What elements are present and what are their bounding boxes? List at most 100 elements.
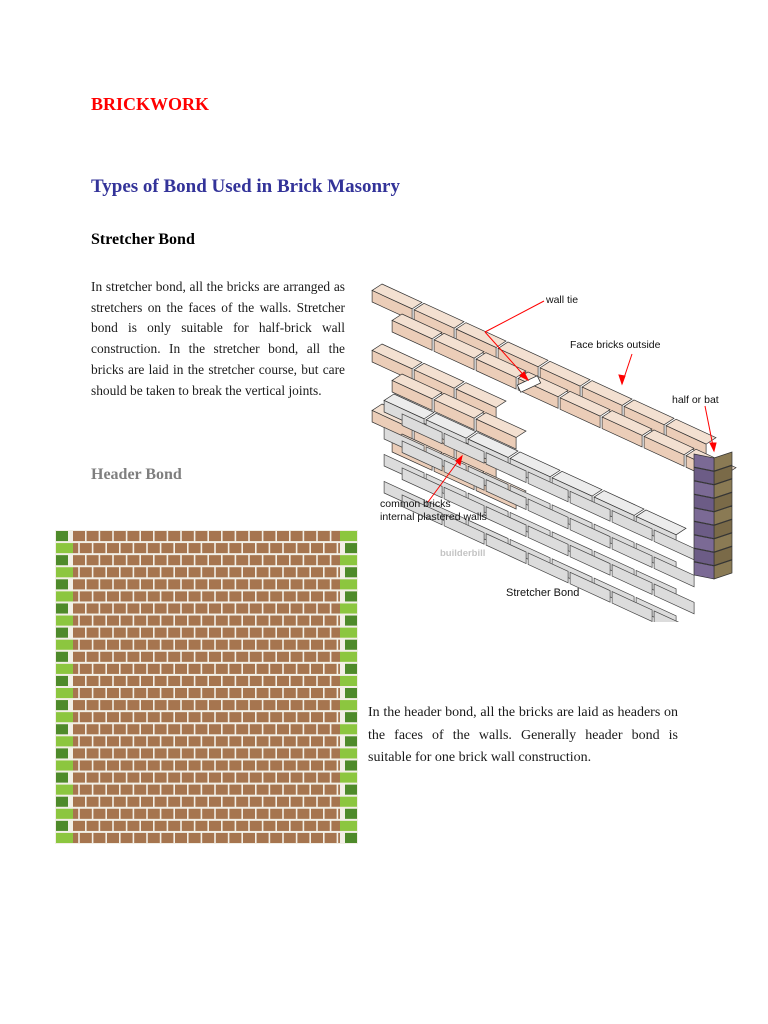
green-edge-brick xyxy=(56,832,73,843)
header-brick xyxy=(168,627,181,638)
face-brick-face xyxy=(601,416,643,448)
header-brick xyxy=(263,700,276,711)
face-brick-face xyxy=(643,435,685,467)
header-brick xyxy=(202,543,215,554)
header-brick xyxy=(283,663,296,674)
header-brick xyxy=(188,688,201,699)
header-brick xyxy=(304,796,317,807)
header-brick xyxy=(236,820,249,831)
header-brick xyxy=(134,543,147,554)
header-brick xyxy=(113,579,126,590)
header-brick xyxy=(215,760,228,771)
header-brick xyxy=(147,543,160,554)
header-brick xyxy=(141,627,153,638)
header-brick xyxy=(134,591,147,602)
header-brick xyxy=(256,832,269,843)
header-brick xyxy=(188,663,201,674)
header-brick xyxy=(256,760,269,771)
green-edge-brick xyxy=(56,591,73,602)
header-brick xyxy=(154,675,167,686)
header-brick xyxy=(283,591,296,602)
header-brick xyxy=(134,663,147,674)
header-brick xyxy=(168,772,181,783)
header-brick xyxy=(100,724,113,735)
header-brick xyxy=(202,591,215,602)
header-brick xyxy=(338,832,340,843)
header-brick xyxy=(154,796,167,807)
header-brick xyxy=(195,555,208,566)
header-brick xyxy=(107,760,119,771)
header-brick xyxy=(263,579,276,590)
header-brick xyxy=(236,700,249,711)
common-brick-face xyxy=(569,517,611,549)
header-brick xyxy=(79,784,92,795)
green-edge-brick xyxy=(340,820,357,831)
header-brick xyxy=(120,663,133,674)
header-brick xyxy=(243,639,255,650)
header-brick xyxy=(202,639,215,650)
header-brick xyxy=(127,724,140,735)
face-brick-face xyxy=(559,397,601,429)
header-brick xyxy=(338,567,340,578)
header-brick xyxy=(215,712,228,723)
header-brick xyxy=(338,808,340,819)
header-brick xyxy=(304,651,317,662)
green-edge-brick xyxy=(345,688,357,699)
common-brick-face xyxy=(569,571,611,603)
end-brick-side xyxy=(693,453,715,472)
header-brick xyxy=(277,531,289,542)
header-brick xyxy=(181,700,194,711)
header-brick xyxy=(181,820,194,831)
header-brick xyxy=(243,663,255,674)
end-brick-side xyxy=(693,548,715,566)
header-brick xyxy=(181,748,194,759)
header-brick xyxy=(202,712,215,723)
header-brick xyxy=(147,688,160,699)
header-brick xyxy=(127,796,140,807)
header-brick xyxy=(243,736,255,747)
header-brick xyxy=(202,567,215,578)
header-brick xyxy=(229,712,242,723)
green-edge-brick xyxy=(345,567,357,578)
header-brick xyxy=(317,724,330,735)
header-brick xyxy=(113,820,126,831)
header-brick xyxy=(243,688,255,699)
header-brick xyxy=(331,700,340,711)
header-brick xyxy=(93,808,106,819)
header-brick xyxy=(168,555,181,566)
header-brick xyxy=(256,663,269,674)
header-brick xyxy=(331,579,340,590)
stretcher-bond-heading: Stretcher Bond xyxy=(91,231,195,248)
header-brick xyxy=(324,712,337,723)
header-brick xyxy=(73,796,85,807)
header-brick xyxy=(120,760,133,771)
header-brick xyxy=(188,784,201,795)
header-brick xyxy=(141,820,153,831)
header-brick xyxy=(222,748,235,759)
header-brick xyxy=(86,724,99,735)
header-brick xyxy=(215,688,228,699)
common-brick-face xyxy=(611,510,653,542)
half-bat-label: half or bat xyxy=(672,394,719,406)
header-brick xyxy=(147,663,160,674)
header-brick xyxy=(188,832,201,843)
header-brick xyxy=(147,736,160,747)
header-brick xyxy=(175,760,187,771)
header-brick xyxy=(236,603,249,614)
green-edge-brick xyxy=(56,796,68,807)
header-brick xyxy=(100,627,113,638)
header-brick xyxy=(73,615,79,626)
header-brick xyxy=(311,760,323,771)
header-brick xyxy=(73,724,85,735)
header-brick xyxy=(113,724,126,735)
header-brick xyxy=(134,615,147,626)
header-brick xyxy=(297,615,310,626)
header-brick xyxy=(195,724,208,735)
header-brick xyxy=(93,615,106,626)
header-brick xyxy=(290,820,303,831)
header-brick xyxy=(93,832,106,843)
header-brick xyxy=(215,784,228,795)
face-brick-face xyxy=(433,399,475,431)
header-brick xyxy=(338,639,340,650)
header-brick xyxy=(249,700,262,711)
